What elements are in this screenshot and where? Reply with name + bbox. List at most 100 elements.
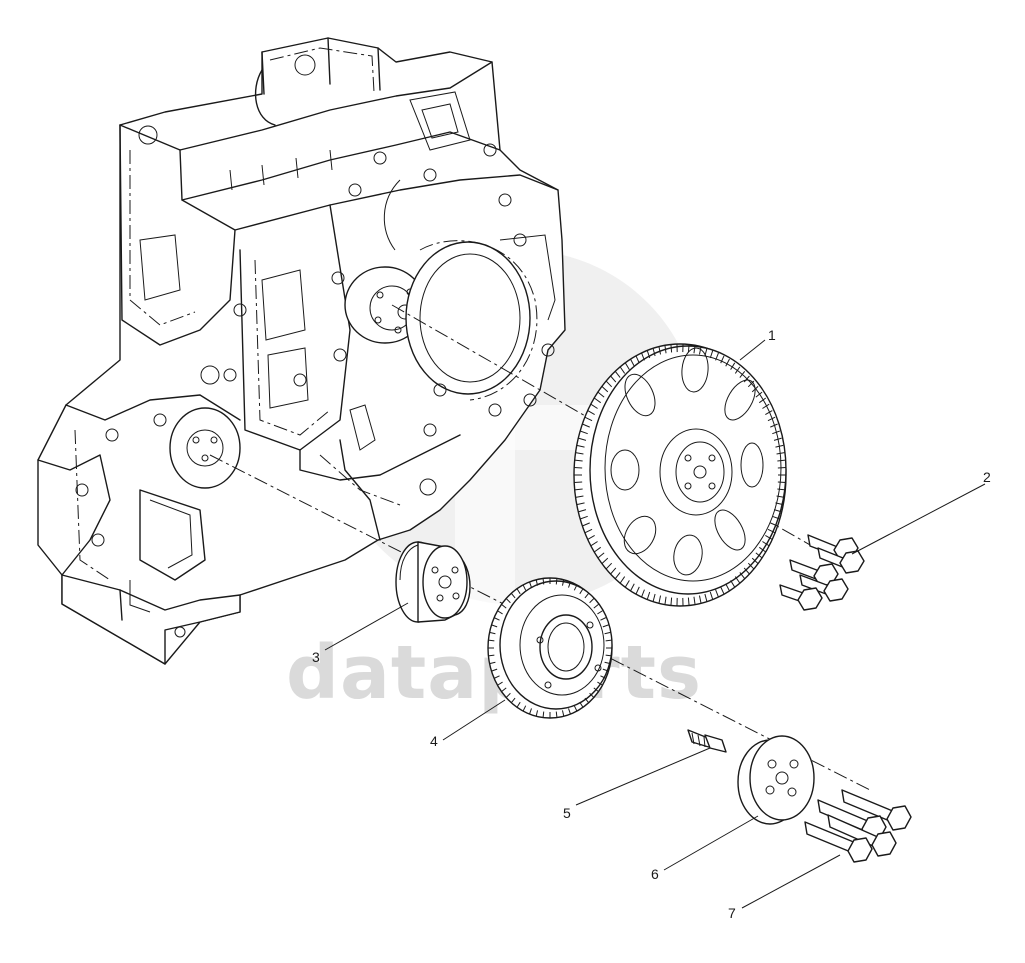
gear-tooth <box>693 596 696 605</box>
gear-tooth <box>593 687 599 693</box>
callout-6: 6 <box>651 866 659 882</box>
gear-tooth <box>602 668 609 672</box>
gear-tooth <box>646 591 651 600</box>
gear-tooth <box>555 711 558 718</box>
gear-tooth <box>619 366 626 374</box>
gear-tooth <box>698 595 702 604</box>
gear-tooth <box>635 586 640 595</box>
gear-tooth <box>597 552 605 559</box>
gear-tooth <box>641 352 645 361</box>
gear-tooth <box>725 583 730 592</box>
gear-tooth <box>775 444 784 448</box>
gear-tooth <box>698 346 702 355</box>
gear-tooth <box>488 654 495 657</box>
gear-tooth <box>755 391 763 398</box>
gear-tooth <box>604 661 611 665</box>
gear-tooth <box>535 710 539 717</box>
part-3-hub <box>395 541 471 623</box>
part-4-small-gear <box>487 577 613 719</box>
gear-tooth <box>573 584 578 591</box>
gear-tooth <box>593 397 602 404</box>
gear-tooth <box>747 562 755 570</box>
gear-tooth <box>687 597 690 606</box>
gear-tooth <box>529 708 532 715</box>
gear-tooth <box>720 355 725 364</box>
gear-tooth <box>777 488 786 491</box>
gear-tooth <box>730 362 736 370</box>
gear-tooth <box>590 403 598 409</box>
gear-tooth <box>600 675 607 679</box>
gear-tooth <box>605 562 613 570</box>
gear-tooth <box>762 541 770 547</box>
gear-tooth <box>767 528 776 534</box>
part-4-gear-teeth <box>488 578 612 718</box>
gear-tooth <box>614 370 621 378</box>
part-6-washer <box>737 735 815 825</box>
gear-tooth <box>619 576 626 584</box>
gear-tooth <box>505 692 511 698</box>
gear-tooth <box>658 346 662 355</box>
gear-tooth <box>743 375 750 383</box>
gear-tooth <box>516 701 521 708</box>
gear-tooth <box>605 380 613 388</box>
gear-tooth <box>555 578 558 585</box>
gear-tooth <box>491 624 498 628</box>
gear-tooth <box>584 592 590 599</box>
gear-tooth <box>522 584 527 591</box>
gear-tooth <box>720 586 725 595</box>
gear-tooth <box>755 552 763 559</box>
gear-tooth <box>630 358 635 367</box>
gear-tooth <box>582 423 590 428</box>
gear-tooth <box>510 592 516 599</box>
gear-tooth <box>561 579 565 586</box>
gear-tooth <box>587 535 595 540</box>
gear-tooth <box>542 711 545 718</box>
gear-tooth <box>597 610 603 615</box>
part-7-bolts <box>804 789 912 863</box>
gear-tooth <box>734 576 741 584</box>
gear-tooth <box>501 687 507 693</box>
part-1-large-gear <box>573 343 787 607</box>
gear-tooth <box>529 581 532 588</box>
callout-labels: 1 2 3 4 5 6 7 <box>312 327 991 921</box>
gear-tooth <box>730 580 736 588</box>
gear-tooth <box>725 358 730 367</box>
gear-tooth <box>578 437 587 441</box>
gear-tooth <box>624 580 630 588</box>
gear-tooth <box>630 583 635 592</box>
gear-tooth <box>587 410 595 415</box>
gear-tooth <box>516 588 521 595</box>
gear-tooth <box>776 452 785 455</box>
gear-tooth <box>576 444 585 448</box>
engine-housing <box>37 37 566 665</box>
gear-tooth <box>614 572 621 580</box>
gear-tooth <box>584 697 590 704</box>
gear-tooth <box>579 430 588 435</box>
gear-tooth <box>574 459 583 462</box>
gear-tooth <box>605 654 612 657</box>
gear-tooth <box>579 588 584 595</box>
callout-4: 4 <box>430 733 438 749</box>
callout-7: 7 <box>728 905 736 921</box>
gear-tooth <box>624 362 630 370</box>
gear-tooth <box>573 705 578 712</box>
gear-tooth <box>491 668 498 672</box>
gear-tooth <box>489 631 496 635</box>
part-2-bolts <box>779 534 865 611</box>
gear-tooth <box>505 598 511 604</box>
gear-tooth <box>522 705 527 712</box>
gear-tooth <box>593 603 599 609</box>
gear-tooth <box>704 593 708 602</box>
callout-leaders <box>324 339 986 909</box>
callout-3: 3 <box>312 649 320 665</box>
gear-tooth <box>670 597 673 606</box>
gear-tooth <box>575 495 584 498</box>
gear-tooth <box>767 416 776 422</box>
gear-tooth <box>758 546 767 553</box>
gear-tooth <box>568 581 571 588</box>
gear-tooth <box>568 708 571 715</box>
gear-tooth <box>770 423 778 428</box>
gear-tooth <box>762 403 770 409</box>
